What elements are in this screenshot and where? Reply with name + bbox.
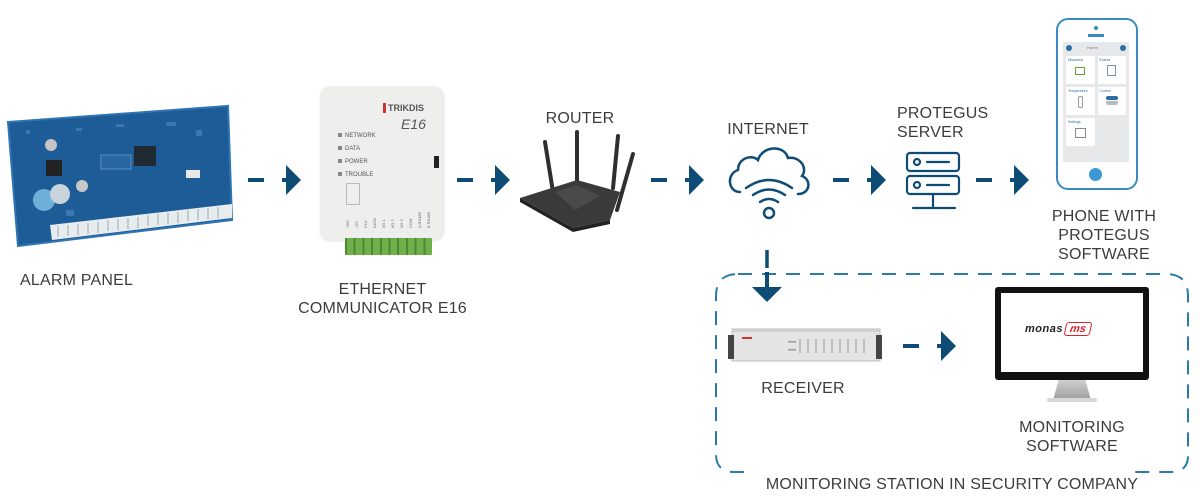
phone-screen-title: Home <box>1087 45 1098 50</box>
router-label: ROUTER <box>545 110 615 127</box>
phone-tile: Events <box>1097 56 1126 84</box>
communicator-brand: TRIKDIS <box>383 103 424 113</box>
arrow-server-to-phone <box>976 165 1029 195</box>
phone-tile: Settings <box>1066 118 1095 146</box>
phone-home-button <box>1089 168 1102 181</box>
arrow-internet-to-server <box>833 165 886 195</box>
receiver-image <box>728 328 882 362</box>
arrow-internet-to-receiver <box>752 272 782 302</box>
phone-back-icon <box>1066 45 1072 51</box>
led-power: POWER <box>338 156 376 169</box>
alarm-panel-image <box>6 104 234 248</box>
phone-tile-grid: Disarmed Events Temperature Control Sett… <box>1063 56 1129 146</box>
phone-node: Home Disarmed Events Temperature Control… <box>1056 18 1138 190</box>
monitor-base <box>1047 398 1097 402</box>
alarm-panel-node <box>6 100 234 248</box>
cloud-wifi-icon <box>728 147 810 220</box>
monitor-stand <box>1053 380 1091 400</box>
arrow-down-icon <box>752 287 782 302</box>
arrow-right-icon <box>1014 165 1029 195</box>
communicator-model: E16 <box>401 116 426 132</box>
phone-label: PHONE WITH PROTEGUS SOFTWARE <box>1051 208 1157 263</box>
arrow-communicator-to-router <box>457 165 510 195</box>
phone-speaker <box>1088 34 1104 37</box>
monitoring-software-label: MONITORING SOFTWARE <box>1019 419 1125 455</box>
server-label: PROTEGUS SERVER <box>897 105 989 141</box>
monitor-screen <box>1001 293 1143 372</box>
arrow-right-icon <box>689 165 704 195</box>
arrow-panel-to-communicator <box>248 165 301 195</box>
communicator-node: TRIKDIS E16 NETWORK DATA POWER TROUBLE +… <box>321 88 444 256</box>
alarm-panel-label: ALARM PANEL <box>20 272 134 289</box>
arrow-right-icon <box>941 331 956 361</box>
led-trouble: TROUBLE <box>338 169 376 182</box>
arrow-router-to-internet <box>651 165 704 195</box>
communicator-body <box>321 88 443 240</box>
monas-logo-text: monas <box>1025 323 1063 335</box>
communicator-led-list: NETWORK DATA POWER TROUBLE <box>338 130 376 182</box>
communicator-dip <box>346 183 360 205</box>
phone-menu-icon <box>1120 45 1126 51</box>
monitoring-station-label: MONITORING STATION IN SECURITY COMPANY <box>765 476 1139 493</box>
internet-down-connector <box>765 250 769 268</box>
router-image <box>520 130 635 232</box>
phone-camera <box>1094 26 1098 30</box>
phone-screen-header: Home <box>1063 42 1129 56</box>
monitor-node: monas ms <box>995 287 1149 407</box>
arrow-right-icon <box>871 165 886 195</box>
phone-tile: Control <box>1097 87 1126 115</box>
monas-logo: monas ms <box>1025 322 1093 336</box>
communicator-terminal-block <box>345 238 432 255</box>
phone-screen: Home Disarmed Events Temperature Control… <box>1063 42 1129 162</box>
arrow-right-icon <box>286 165 301 195</box>
led-data: DATA <box>338 143 376 156</box>
phone-tile: Disarmed <box>1066 56 1095 84</box>
receiver-label: RECEIVER <box>761 380 845 397</box>
arrow-receiver-to-monitoring <box>903 331 956 361</box>
server-icon <box>905 151 961 210</box>
communicator-label: ETHERNET COMMUNICATOR E16 <box>298 281 467 317</box>
led-network: NETWORK <box>338 130 376 143</box>
arrow-right-icon <box>495 165 510 195</box>
internet-label: INTERNET <box>727 121 809 138</box>
monitoring-station-group-border <box>715 273 1189 473</box>
phone-tile: Temperature <box>1066 87 1095 115</box>
communicator-usb-port <box>434 156 439 168</box>
